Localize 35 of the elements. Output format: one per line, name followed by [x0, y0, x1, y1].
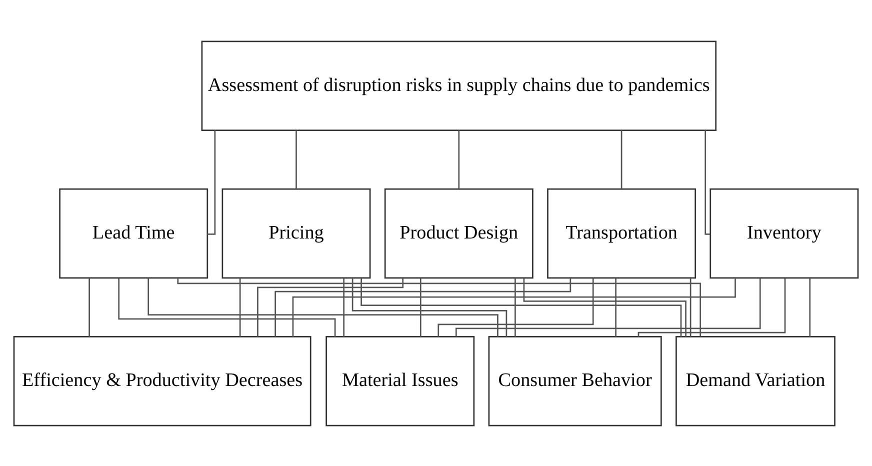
connector — [292, 278, 736, 336]
connector — [438, 278, 594, 336]
connector — [455, 278, 761, 336]
connector — [118, 278, 336, 336]
node-box: Pricing — [222, 188, 371, 278]
connector — [207, 130, 216, 234]
connector — [257, 278, 404, 336]
connector — [523, 278, 686, 336]
node-box: Transportation — [547, 188, 696, 278]
connector — [274, 278, 572, 336]
connector — [690, 278, 692, 336]
connector — [296, 130, 297, 188]
connector — [514, 278, 516, 336]
node-box: Lead Time — [59, 188, 208, 278]
connector — [239, 278, 241, 336]
node-box: Demand Variation — [676, 336, 836, 426]
connector — [360, 278, 682, 336]
node-box: Material Issues — [326, 336, 475, 426]
connector — [458, 130, 460, 188]
connector — [177, 277, 702, 336]
node-box: Inventory — [710, 188, 859, 278]
node-box: Product Design — [384, 188, 534, 278]
connector — [148, 277, 498, 336]
connector — [620, 130, 622, 188]
connector — [352, 277, 508, 336]
node-box: Assessment of disruption risks in supply chains due to pandemics — [201, 40, 717, 130]
connector — [704, 130, 710, 234]
node-box: Consumer Behavior — [488, 336, 662, 426]
connector — [88, 278, 90, 336]
connector — [615, 278, 616, 336]
connector — [420, 278, 422, 336]
connector — [638, 278, 786, 336]
connector — [809, 278, 811, 336]
node-box: Efficiency & Productivity Decreases — [13, 336, 312, 426]
connector — [343, 278, 344, 336]
